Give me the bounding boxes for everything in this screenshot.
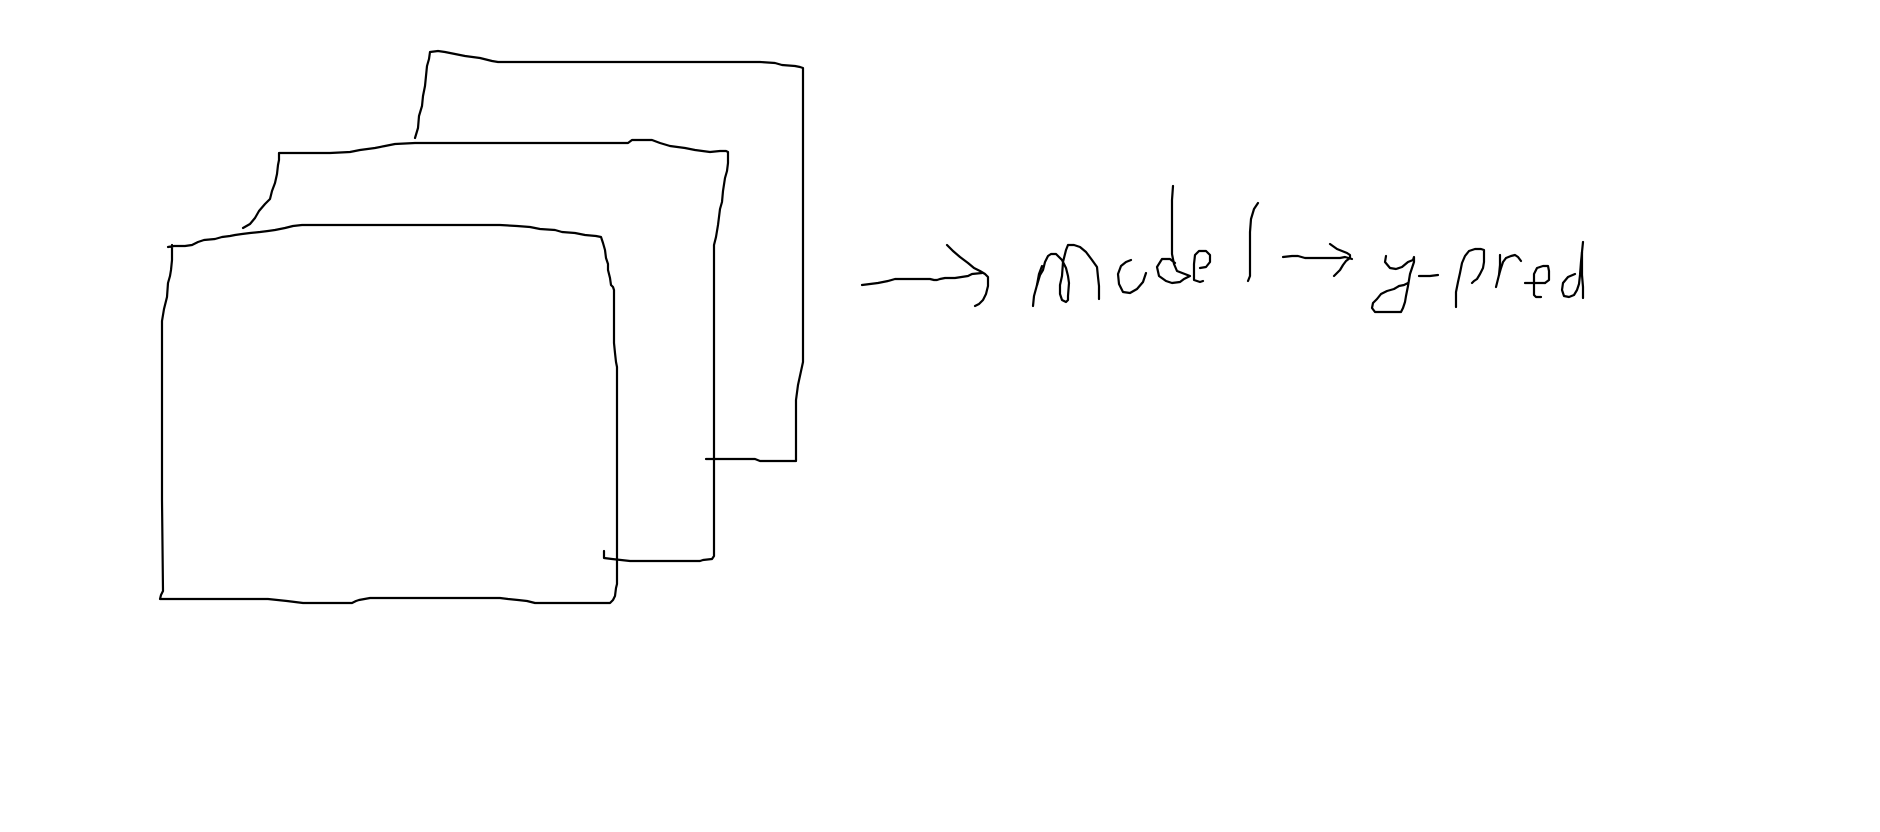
word-y-pred — [1370, 240, 1585, 314]
output-arrow-head — [1328, 242, 1352, 278]
front-frame — [158, 223, 619, 605]
input-arrow-head — [945, 243, 990, 308]
word-model — [1031, 184, 1260, 308]
middle-frame — [241, 138, 730, 563]
input-arrow-shaft — [860, 271, 984, 287]
output-arrow-shaft — [1281, 254, 1354, 261]
model-label: model — [1040, 259, 1044, 261]
back-frame — [413, 49, 805, 463]
y-pred-label: y-pred — [1380, 258, 1384, 261]
